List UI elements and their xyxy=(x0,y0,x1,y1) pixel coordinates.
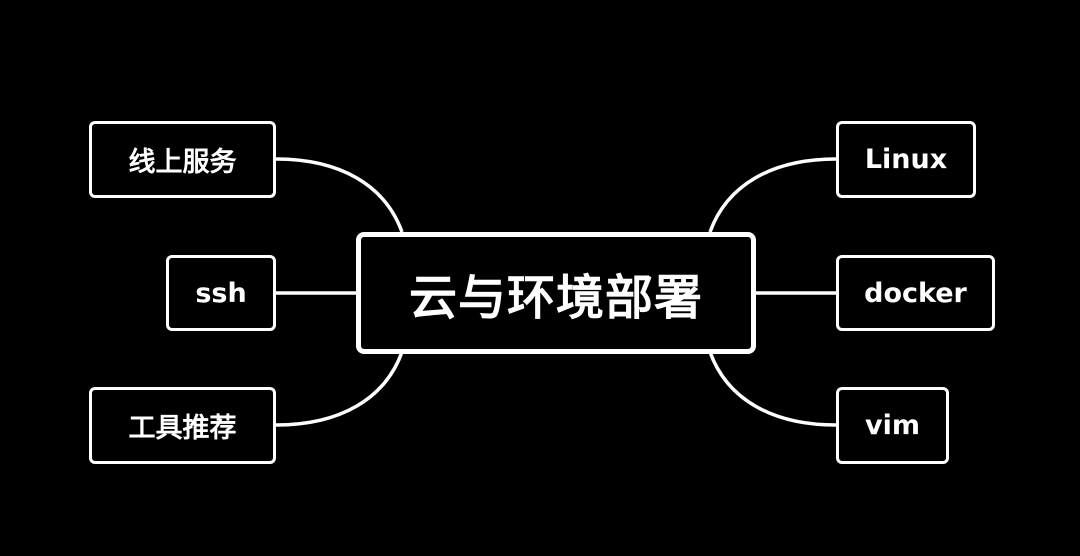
branch-right-2-label: docker xyxy=(864,277,967,309)
center-topic-label: 云与环境部署 xyxy=(408,270,703,326)
connector-right-bottom xyxy=(708,351,837,427)
branch-left-2-label: ssh xyxy=(195,277,247,309)
branch-left-1-label: 线上服务 xyxy=(128,147,237,178)
branch-right-2: docker xyxy=(836,255,995,331)
branch-right-3-label: vim xyxy=(865,410,920,441)
branch-left-3-label: 工具推荐 xyxy=(128,413,237,444)
branch-left-2: ssh xyxy=(166,255,276,331)
branch-right-1: Linux xyxy=(836,121,976,198)
branch-right-1-label: Linux xyxy=(864,144,948,175)
center-topic: 云与环境部署 xyxy=(356,232,756,354)
branch-left-1: 线上服务 xyxy=(89,121,276,198)
connector-left-bottom xyxy=(275,351,404,427)
connector-left-top xyxy=(275,157,404,233)
branch-right-3: vim xyxy=(836,387,949,464)
branch-left-3: 工具推荐 xyxy=(89,387,276,464)
connector-right-top xyxy=(708,157,837,233)
